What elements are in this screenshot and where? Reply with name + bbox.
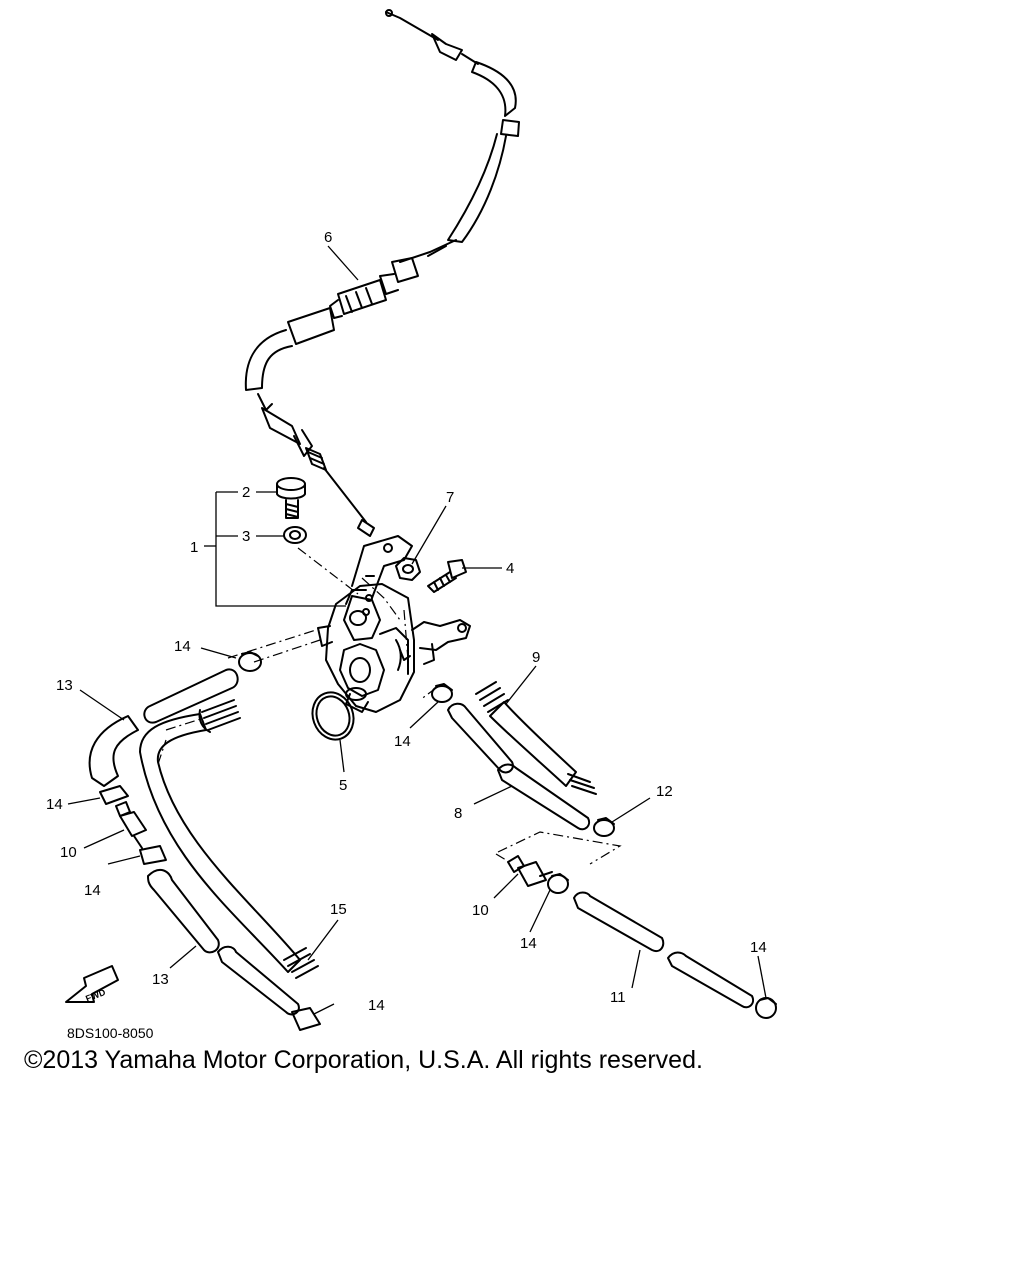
callout-14b: 14 bbox=[46, 796, 63, 813]
callout-14g: 14 bbox=[750, 939, 767, 956]
clamp-14-right-joint bbox=[547, 873, 569, 894]
callout-6: 6 bbox=[324, 229, 332, 246]
callout-labels: 2 3 1 4 7 6 14 13 14 10 14 14 5 9 8 12 1… bbox=[46, 229, 767, 1014]
bolt-2 bbox=[276, 477, 306, 519]
callout-3: 3 bbox=[242, 528, 250, 545]
clamp-14-left-a bbox=[99, 785, 129, 805]
hose-13-lower bbox=[147, 868, 220, 954]
clamp-12 bbox=[593, 817, 615, 837]
hose-9 bbox=[489, 701, 577, 787]
hose-11-b bbox=[667, 951, 754, 1009]
fwd-label: FWD bbox=[84, 987, 107, 1004]
hose-bottom-left bbox=[217, 945, 300, 1016]
joint-10-left bbox=[115, 801, 147, 849]
spring-upper bbox=[198, 699, 241, 733]
joint-10-right bbox=[507, 855, 553, 887]
hose-15 bbox=[139, 713, 301, 973]
clamp-14-upper-left bbox=[238, 651, 262, 672]
hose-13-upper bbox=[88, 715, 139, 787]
clamp-14-left-b bbox=[139, 845, 167, 865]
callout-14d: 14 bbox=[394, 733, 411, 750]
callout-10b: 10 bbox=[472, 902, 489, 919]
hose-8-lower bbox=[497, 763, 590, 831]
clamp-14-right-pump bbox=[431, 683, 453, 703]
alignment-lines bbox=[157, 547, 622, 865]
callout-13b: 13 bbox=[152, 971, 169, 988]
callout-11: 11 bbox=[610, 989, 626, 1006]
callout-2: 2 bbox=[242, 484, 250, 501]
diagram-code: 8DS100-8050 bbox=[67, 1025, 154, 1041]
hose-11-a bbox=[573, 891, 665, 952]
callout-5: 5 bbox=[339, 777, 347, 794]
callout-14f: 14 bbox=[368, 997, 385, 1014]
o-ring-5 bbox=[311, 691, 355, 741]
hose-8 bbox=[447, 702, 514, 774]
washer-3 bbox=[283, 526, 307, 544]
spring-9 bbox=[475, 681, 509, 713]
callout-13a: 13 bbox=[56, 677, 73, 694]
callout-12: 12 bbox=[656, 783, 673, 800]
bolt-4 bbox=[427, 559, 467, 593]
callout-7: 7 bbox=[446, 489, 454, 506]
callout-1: 1 bbox=[190, 539, 198, 556]
callout-9: 9 bbox=[532, 649, 540, 666]
hose-short-left bbox=[143, 668, 239, 724]
callout-8: 8 bbox=[454, 805, 462, 822]
nut-7 bbox=[395, 557, 421, 581]
callout-14e: 14 bbox=[520, 935, 537, 952]
leader-lines bbox=[67, 245, 767, 1015]
callout-4: 4 bbox=[506, 560, 514, 577]
clamp-14-bottom bbox=[291, 1007, 321, 1031]
callout-14c: 14 bbox=[84, 882, 101, 899]
clamp-14-right-end bbox=[755, 997, 777, 1019]
fwd-arrow-icon bbox=[65, 965, 119, 1003]
spring-9-lower bbox=[567, 773, 597, 795]
copyright-notice: ©2013 Yamaha Motor Corporation, U.S.A. A… bbox=[24, 1046, 703, 1074]
spring-lower bbox=[283, 947, 319, 979]
callout-14a: 14 bbox=[174, 638, 191, 655]
callout-10a: 10 bbox=[60, 844, 77, 861]
oil-pump-cable bbox=[244, 9, 520, 537]
callout-15: 15 bbox=[330, 901, 347, 918]
